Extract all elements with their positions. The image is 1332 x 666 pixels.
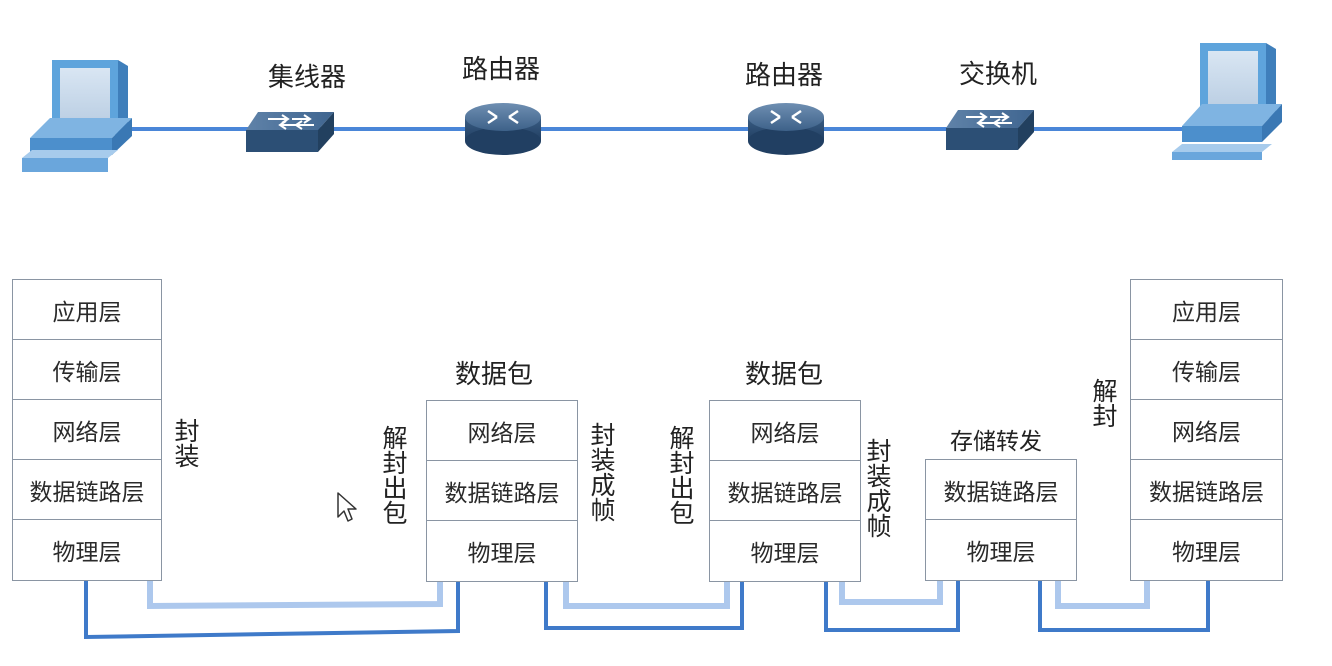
router-1-header: 数据包 bbox=[454, 360, 534, 390]
layer-physical: 物理层 bbox=[467, 541, 537, 567]
router-2-icon bbox=[748, 103, 824, 155]
switch-stack: 数据链路层 物理层 bbox=[925, 459, 1077, 581]
layer-transport: 传输层 bbox=[13, 340, 161, 400]
hub-label: 集线器 bbox=[267, 63, 347, 93]
layer-transport: 传输层 bbox=[1131, 340, 1282, 400]
annotation-decap-packet-1: 解封出包 bbox=[379, 425, 408, 525]
physical-link-2 bbox=[544, 578, 744, 630]
computer-left-icon bbox=[22, 60, 132, 172]
layer-network: 网络层 bbox=[427, 401, 577, 461]
layer-physical: 物理层 bbox=[52, 540, 122, 566]
layer-data-link: 数据链路层 bbox=[13, 460, 161, 520]
layer-data-link: 数据链路层 bbox=[710, 461, 860, 521]
router-2-header: 数据包 bbox=[744, 360, 824, 390]
mouse-cursor-icon bbox=[337, 492, 357, 522]
layer-physical: 物理层 bbox=[1172, 540, 1241, 566]
switch-label: 交换机 bbox=[958, 60, 1038, 90]
layer-application: 应用层 bbox=[13, 280, 161, 340]
router-2-label: 路由器 bbox=[744, 61, 824, 91]
switch-header: 存储转发 bbox=[950, 429, 1042, 455]
annotation-encapsulate: 封装 bbox=[171, 418, 200, 468]
annotation-encap-frame-1: 封装成帧 bbox=[587, 422, 616, 522]
annotation-decap-packet-2: 解封出包 bbox=[666, 425, 695, 525]
host-right-stack: 应用层 传输层 网络层 数据链路层 物理层 bbox=[1130, 279, 1283, 581]
router-2-stack: 网络层 数据链路层 物理层 bbox=[709, 400, 861, 582]
annotation-decapsulate: 解封 bbox=[1089, 378, 1118, 428]
router-1-icon bbox=[465, 103, 541, 155]
physical-link-1 bbox=[84, 578, 460, 640]
layer-network: 网络层 bbox=[710, 401, 860, 461]
layer-data-link: 数据链路层 bbox=[926, 460, 1076, 520]
layer-network: 网络层 bbox=[1131, 400, 1282, 460]
layer-physical: 物理层 bbox=[750, 541, 820, 567]
host-left-stack: 应用层 传输层 网络层 数据链路层 物理层 bbox=[12, 279, 162, 581]
router-1-label: 路由器 bbox=[461, 55, 541, 85]
layer-application: 应用层 bbox=[1131, 280, 1282, 340]
hub-icon bbox=[246, 112, 334, 152]
router-1-stack: 网络层 数据链路层 物理层 bbox=[426, 400, 578, 582]
annotation-encap-frame-2: 封装成帧 bbox=[863, 438, 892, 538]
switch-icon bbox=[946, 110, 1034, 150]
physical-link-4 bbox=[1038, 578, 1210, 632]
physical-link-3 bbox=[824, 578, 960, 632]
layer-data-link: 数据链路层 bbox=[427, 461, 577, 521]
layer-physical: 物理层 bbox=[966, 540, 1036, 566]
layer-data-link: 数据链路层 bbox=[1131, 460, 1282, 520]
layer-network: 网络层 bbox=[13, 400, 161, 460]
computer-right-icon bbox=[1172, 43, 1282, 160]
